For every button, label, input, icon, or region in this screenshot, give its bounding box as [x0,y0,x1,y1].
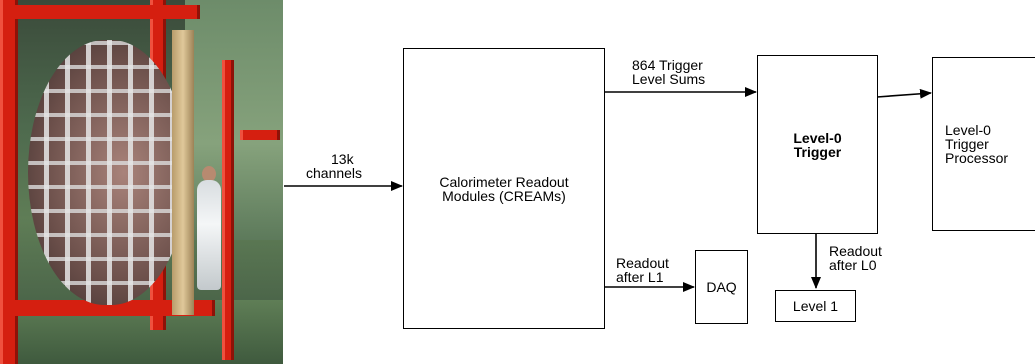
readout-after-l0-line1: Readout [829,243,882,259]
arrow-l0-trigger-to-processor [876,88,932,99]
red-frame-pipe [240,130,280,140]
technician-head [202,166,216,182]
level1-box: Level 1 [775,290,856,322]
calorimeter-end-plate [172,30,194,315]
processor-label-line3: Processor [945,150,1009,166]
creams-label-line1: Calorimeter Readout [439,173,569,190]
calorimeter-drum [28,40,188,305]
processor-label-line2: Trigger [945,136,989,152]
level0-trigger-label-line1: Level-0 [793,129,842,146]
processor-label-line1: Level-0 [945,122,991,138]
red-frame-right-post [222,60,234,360]
input-label-line1: 13k [331,151,354,167]
creams-box: Calorimeter Readout Modules (CREAMs) [403,48,605,329]
readout-after-l1-line2: after L1 [616,269,664,285]
level0-trigger-box: Level-0 Trigger [757,55,878,234]
detector-photo [0,0,283,364]
trigger-sums-label-line1: 864 Trigger [632,57,703,73]
level0-trigger-label-line2: Trigger [793,143,842,160]
input-label-line2: channels [306,165,363,181]
readout-after-l0-line2: after L0 [829,257,877,273]
readout-after-l1-line1: Readout [616,255,669,271]
trigger-sums-label-line2: Level Sums [632,71,706,87]
daq-box: DAQ [695,250,748,324]
technician-figure [197,180,221,290]
level1-label: Level 1 [792,298,839,314]
daq-label: DAQ [706,279,737,295]
creams-label-line2: Modules (CREAMs) [442,187,566,204]
level0-trigger-processor-box: Level-0 Trigger Processor [932,57,1035,231]
red-frame-top-beam [0,5,200,19]
red-frame-left-post [0,0,18,364]
red-frame-bottom-beam [0,300,215,316]
